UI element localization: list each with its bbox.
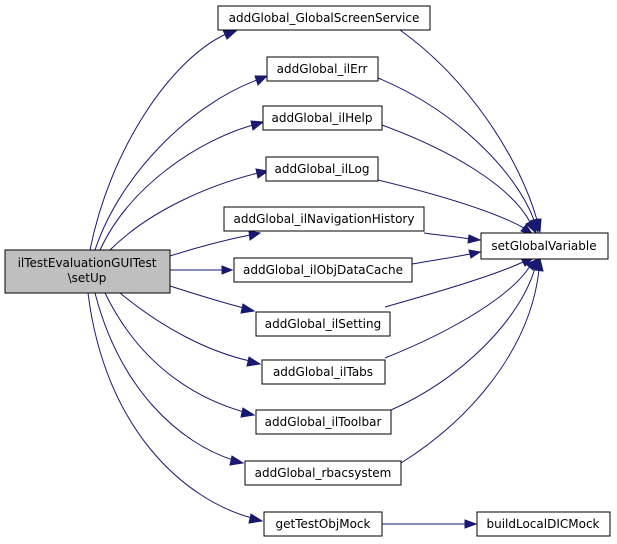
node-rbacsystem[interactable]: addGlobal_rbacsystem <box>244 460 402 486</box>
node-il-help[interactable]: addGlobal_ilHelp <box>262 105 383 131</box>
edge-root-to-get-test-obj-mock <box>87 292 264 524</box>
node-rbacsystem-label: addGlobal_rbacsystem <box>255 466 392 480</box>
node-il-toolbar-label: addGlobal_ilToolbar <box>265 415 382 429</box>
edge-il-nav-history-to-set-global-variable <box>423 232 482 244</box>
node-root[interactable]: ilTestEvaluationGUITest \setUp <box>4 249 171 294</box>
node-il-nav-history-label: addGlobal_ilNavigationHistory <box>234 212 415 226</box>
edge-il-obj-data-cache-to-set-global-variable <box>411 249 482 265</box>
edge-rbacsystem-to-set-global-variable <box>400 257 544 464</box>
node-build-local-dic-mock[interactable]: buildLocalDICMock <box>476 511 611 537</box>
node-il-help-label: addGlobal_ilHelp <box>272 111 373 125</box>
node-il-tabs[interactable]: addGlobal_ilTabs <box>261 359 386 385</box>
edge-il-toolbar-to-set-global-variable <box>390 256 540 411</box>
edge-root-to-il-help <box>99 120 265 251</box>
edge-root-to-il-nav-history <box>169 230 262 257</box>
edge-root-to-il-setting <box>169 285 256 314</box>
edge-root-to-il-tabs <box>119 292 262 367</box>
node-screen-service-label: addGlobal_GlobalScreenService <box>229 11 420 25</box>
edge-get-test-obj-mock-to-build-local-dic-mock <box>382 519 478 529</box>
node-get-test-obj-mock-label: getTestObjMock <box>276 517 371 531</box>
node-il-log[interactable]: addGlobal_ilLog <box>265 156 379 182</box>
edge-root-to-il-obj-data-cache <box>170 265 234 275</box>
node-il-err-label: addGlobal_ilErr <box>277 62 368 76</box>
node-il-tabs-label: addGlobal_ilTabs <box>273 365 373 379</box>
node-root-line-1: ilTestEvaluationGUITest <box>18 256 157 270</box>
node-il-obj-data-cache[interactable]: addGlobal_ilObjDataCache <box>233 257 413 283</box>
edge-root-to-il-err <box>94 75 269 251</box>
node-il-setting[interactable]: addGlobal_ilSetting <box>255 311 391 337</box>
node-il-setting-label: addGlobal_ilSetting <box>265 317 382 331</box>
edge-root-to-il-log <box>109 168 270 251</box>
edge-screen-service-to-set-global-variable <box>399 29 542 234</box>
node-il-log-label: addGlobal_ilLog <box>275 162 370 176</box>
node-set-global-variable[interactable]: setGlobalVariable <box>480 232 609 260</box>
edge-root-to-rbacsystem <box>94 292 245 466</box>
node-root-line-2: \setUp <box>68 271 107 285</box>
node-il-toolbar[interactable]: addGlobal_ilToolbar <box>255 409 392 435</box>
node-get-test-obj-mock[interactable]: getTestObjMock <box>263 511 383 537</box>
edge-il-help-to-set-global-variable <box>381 124 537 235</box>
node-screen-service[interactable]: addGlobal_GlobalScreenService <box>217 5 431 31</box>
node-il-nav-history[interactable]: addGlobal_ilNavigationHistory <box>223 206 425 232</box>
edge-root-to-il-toolbar <box>104 292 256 418</box>
node-set-global-variable-label: setGlobalVariable <box>491 239 596 253</box>
node-il-err[interactable]: addGlobal_ilErr <box>266 56 379 82</box>
node-il-obj-data-cache-label: addGlobal_ilObjDataCache <box>243 263 403 277</box>
node-build-local-dic-mock-label: buildLocalDICMock <box>486 517 599 531</box>
